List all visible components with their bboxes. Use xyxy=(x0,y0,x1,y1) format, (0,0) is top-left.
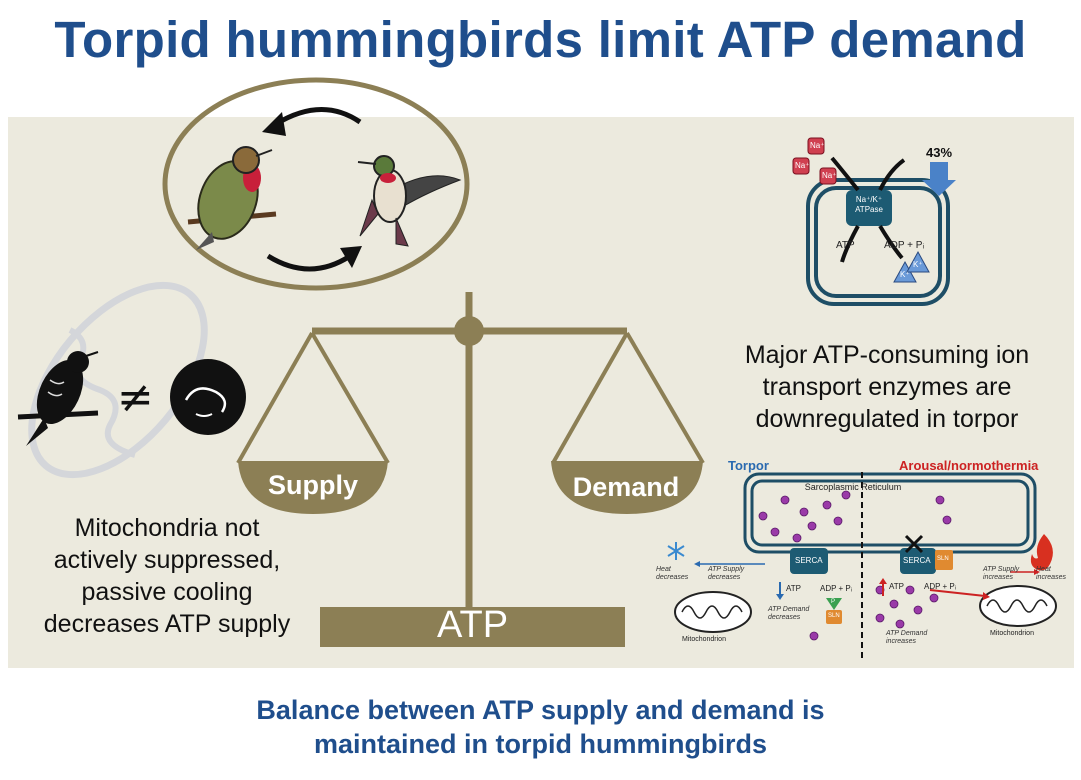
serca-adp-label: ADP + Pᵢ xyxy=(924,582,957,591)
heat-decreases-label: Heat decreases xyxy=(656,566,689,581)
demand-label: Demand xyxy=(572,472,680,502)
serca-inset xyxy=(667,472,1057,660)
supply-label: Supply xyxy=(267,470,358,500)
atp-base-label: ATP xyxy=(436,604,509,646)
footer-line: maintained in torpid hummingbirds xyxy=(313,729,767,759)
ion-transport-caption: Major ATP-consuming ion transport enzyme… xyxy=(722,339,1052,435)
curled-mammal-icon xyxy=(170,359,246,435)
footer-line: Balance between ATP supply and demand is xyxy=(256,695,825,725)
heat-increases-label: Heat increases xyxy=(1036,566,1066,581)
hummingbird-silhouette-icon xyxy=(17,351,99,446)
serca-label-arousal: SERCA xyxy=(903,556,931,565)
torpor-heading: Torpor xyxy=(728,458,769,473)
na-ion-label: Na⁺ xyxy=(810,141,825,150)
sln-label: SLN xyxy=(828,613,840,619)
k-ion-label: K⁺ xyxy=(900,270,910,279)
mitochondria-caption-line: actively suppressed, xyxy=(53,546,281,574)
mitochondrion-label: Mitochondrion xyxy=(682,636,726,643)
mitochondrion-outline-icon xyxy=(28,281,208,479)
percent-label: 43% xyxy=(926,145,953,160)
footer-caption: Balance between ATP supply and demand is… xyxy=(0,693,1081,761)
balance-scale xyxy=(236,292,705,647)
mitochondria-caption: Mitochondria not actively suppressed, pa… xyxy=(22,512,312,640)
pump-atp-label: ATP xyxy=(836,240,855,251)
flying-hummingbird-icon xyxy=(357,155,462,247)
ion-caption-line: transport enzymes are xyxy=(762,373,1012,401)
torpor-cycle xyxy=(162,77,470,291)
enzyme-label-line1: Na⁺/K⁺ xyxy=(855,195,883,204)
snowflake-icon xyxy=(667,542,685,560)
serca-atp-label: ATP xyxy=(786,584,801,593)
demand-pan xyxy=(551,461,703,514)
mitochondrion-label: Mitochondrion xyxy=(990,630,1034,637)
not-equal-symbol: ≠ xyxy=(117,372,154,423)
sln-label: SLN xyxy=(937,556,949,562)
enzyme-label-line2: ATPase xyxy=(855,205,883,214)
pump-adp-label: ADP + Pᵢ xyxy=(884,240,925,251)
atp-base xyxy=(320,607,625,647)
atp-demand-decreases-label: ATP Demand decreases xyxy=(768,606,810,621)
serca-atp-label: ATP xyxy=(889,582,904,591)
perched-hummingbird-icon xyxy=(187,146,277,250)
ion-caption-line: downregulated in torpor xyxy=(755,405,1019,433)
atp-supply-decreases-label: ATP Supply decreases xyxy=(708,566,745,581)
serca-label-torpor: SERCA xyxy=(795,556,823,565)
flame-icon xyxy=(1030,534,1053,571)
sr-label: Sarcoplasmic Reticulum xyxy=(804,482,902,492)
na-ion-label: Na⁺ xyxy=(795,161,810,170)
serca-adp-label: ADP + Pᵢ xyxy=(820,584,853,593)
na-ion-label: Na⁺ xyxy=(822,171,837,180)
supply-pan xyxy=(238,461,388,514)
atp-supply-increases-label: ATP Supply increases xyxy=(983,566,1020,581)
phosphate-label: P xyxy=(831,599,836,605)
atp-demand-increases-label: ATP Demand increases xyxy=(886,630,928,645)
page-title: Torpid hummingbirds limit ATP demand xyxy=(54,11,1027,68)
k-ion-label: K⁺ xyxy=(913,260,923,269)
ion-caption-line: Major ATP-consuming ion xyxy=(744,341,1030,369)
na-k-atpase-inset xyxy=(792,137,956,306)
arousal-heading: Arousal/normothermia xyxy=(899,458,1039,473)
mitochondria-caption-line: decreases ATP supply xyxy=(43,610,291,638)
mitochondria-caption-line: passive cooling xyxy=(81,578,253,606)
mitochondria-caption-line: Mitochondria not xyxy=(74,514,260,542)
